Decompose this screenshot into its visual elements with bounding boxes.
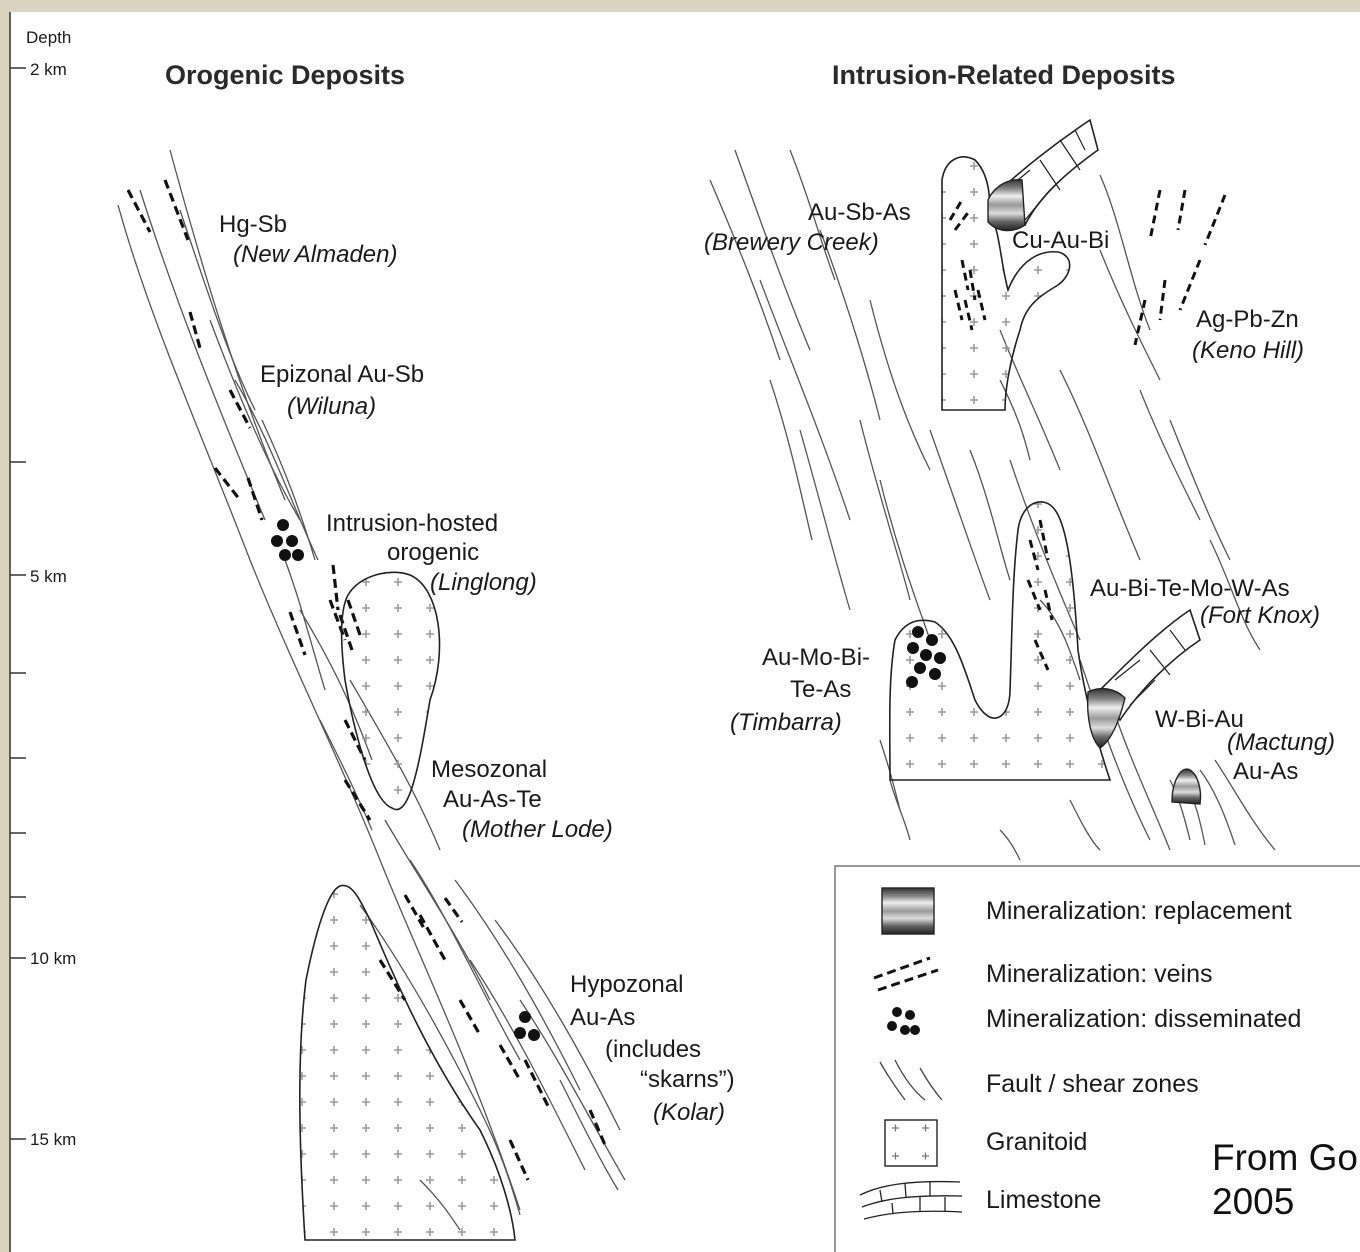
kolar-granitoid [300, 885, 515, 1240]
hgsb-example: (New Almaden) [233, 240, 398, 269]
orogenic-heading: Orogenic Deposits [165, 60, 405, 91]
ausbas-label: Au-Sb-As [808, 198, 911, 227]
tick-2km: 2 km [30, 60, 67, 80]
hgsb-label: Hg-Sb [219, 210, 287, 239]
linglong-example: (Linglong) [430, 568, 537, 597]
hypozonal-label-4: “skarns”) [640, 1065, 735, 1094]
kolar-example: (Kolar) [653, 1098, 725, 1127]
timbarra-label: Au-Mo-Bi- [762, 643, 870, 672]
depth-axis [10, 12, 26, 1252]
mother-lode-example: (Mother Lode) [462, 815, 613, 844]
auas-label: Au-As [1233, 757, 1298, 786]
tick-15km: 15 km [30, 1130, 76, 1150]
agpbzn-label: Ag-Pb-Zn [1196, 305, 1299, 334]
legend-disseminated-label: Mineralization: disseminated [986, 1005, 1301, 1034]
legend-granitoid-label: Granitoid [986, 1128, 1087, 1157]
mactung-replacement [1172, 769, 1201, 804]
epizonal-example: (Wiluna) [287, 392, 376, 421]
mesozonal-label-2: Au-As-Te [443, 785, 542, 814]
intrusion-heading: Intrusion-Related Deposits [832, 60, 1176, 91]
linglong-granitoid [342, 572, 440, 809]
mesozonal-label: Mesozonal [431, 755, 547, 784]
source-credit-line2: 2005 [1212, 1180, 1358, 1224]
source-credit: From Go 2005 [1212, 1136, 1358, 1224]
granitoid-icon [885, 1120, 937, 1166]
brewery-creek-example: (Brewery Creek) [704, 228, 879, 257]
hypozonal-label-2: Au-As [570, 1003, 635, 1032]
axis-title: Depth [26, 28, 71, 48]
timbarra-label-2: Te-As [790, 675, 851, 704]
keno-hill-example: (Keno Hill) [1192, 336, 1304, 365]
legend-veins-label: Mineralization: veins [986, 960, 1213, 989]
tick-5km: 5 km [30, 567, 67, 587]
epizonal-label: Epizonal Au-Sb [260, 360, 424, 389]
fort-knox-label: Au-Bi-Te-Mo-W-As [1090, 574, 1290, 603]
fort-knox-example: (Fort Knox) [1200, 601, 1320, 630]
timbarra-example: (Timbarra) [730, 708, 842, 737]
hypozonal-label: Hypozonal [570, 970, 683, 999]
cuaubi-label: Cu-Au-Bi [1012, 226, 1109, 255]
intrusion-hosted-label-2: orogenic [387, 538, 479, 567]
replacement-upper [988, 180, 1025, 231]
source-credit-line1: From Go [1212, 1136, 1358, 1180]
legend-replacement-label: Mineralization: replacement [986, 897, 1292, 926]
intrusion-hosted-label: Intrusion-hosted [326, 509, 498, 538]
tick-10km: 10 km [30, 949, 76, 969]
hypozonal-label-3: (includes [605, 1035, 701, 1064]
legend-limestone-label: Limestone [986, 1186, 1101, 1215]
mactung-example: (Mactung) [1227, 728, 1335, 757]
replacement-icon [882, 888, 934, 934]
legend-fault-label: Fault / shear zones [986, 1070, 1199, 1099]
